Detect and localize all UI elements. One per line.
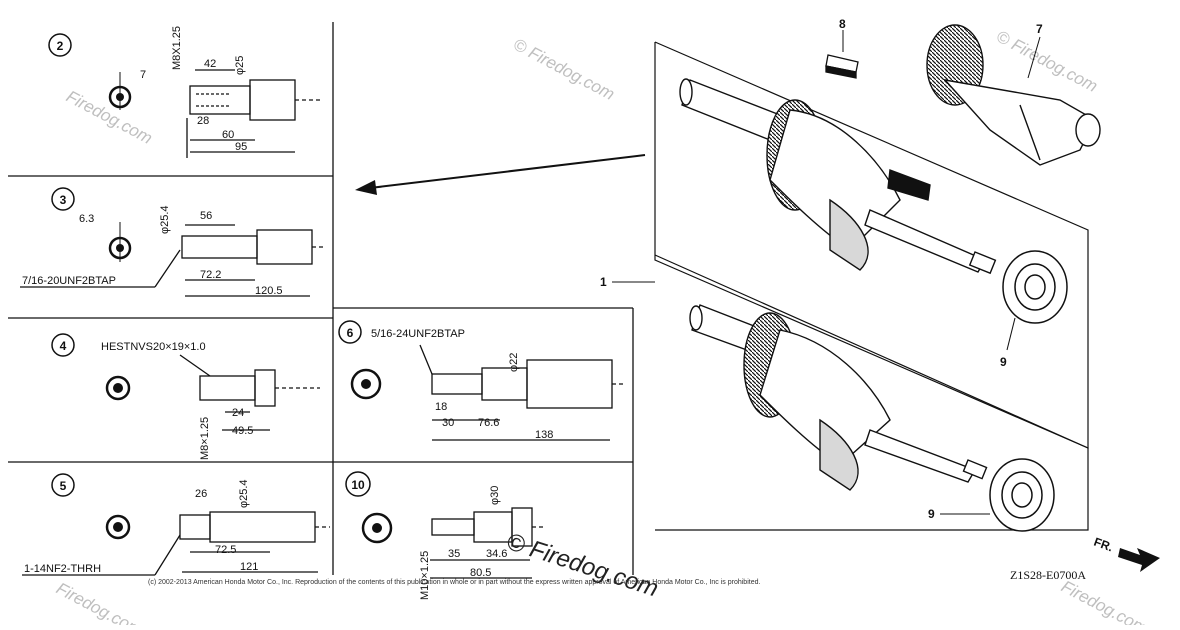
dim-label: HESTNVS20×19×1.0 — [101, 341, 206, 353]
dim-label: 42 — [204, 58, 216, 70]
watermark-text: Firedog.com — [53, 579, 145, 625]
dim-label: 56 — [200, 210, 212, 222]
dim-label: 80.5 — [470, 567, 491, 579]
panel-number: 3 — [60, 193, 67, 207]
dim-label: 95 — [235, 141, 247, 153]
panel-4: 4 HESTNVS20×19×1.0 M8×1.25 24 49.5 — [51, 333, 320, 460]
pointer-arrow — [355, 154, 646, 195]
shaft-7 — [926, 24, 1101, 166]
callout-bearing-top: 9 — [1000, 355, 1007, 369]
callout-key: 8 — [839, 17, 846, 31]
callout-shaft: 7 — [1036, 22, 1043, 36]
dim-label: M10×1.25 — [419, 551, 431, 600]
key-8 — [825, 54, 859, 79]
panel-number: 5 — [60, 479, 67, 493]
dim-label: 34.6 — [486, 548, 507, 560]
panel-number: 6 — [347, 326, 354, 340]
copyright-notice: (c) 2002-2013 American Honda Motor Co., … — [148, 579, 760, 586]
dim-label: 5/16-24UNF2BTAP — [371, 328, 465, 340]
dim-label: 6.3 — [79, 213, 94, 225]
watermark-text: Firedog.com — [1058, 577, 1150, 625]
panel-10: 10 φ30 M10×1.25 35 34.6 80.5 — [345, 471, 545, 600]
panel-number: 2 — [57, 39, 64, 53]
dim-label: 49.5 — [232, 425, 253, 437]
watermark-main: © Firedog.com — [503, 528, 661, 602]
bearing-bottom — [989, 458, 1055, 532]
dim-label: 120.5 — [255, 285, 283, 297]
dim-label: φ25.4 — [238, 479, 250, 508]
callout-assy: 1 — [600, 275, 607, 289]
bearing-top — [1002, 250, 1068, 324]
panel-6: 6 5/16-24UNF2BTAP φ22 18 30 76.6 138 — [338, 320, 625, 441]
panel-3: 3 6.3 φ25.4 56 72.2 120.5 7/16-20UNF2BTA… — [20, 187, 325, 297]
fr-arrow-icon — [1118, 548, 1160, 572]
panel-number: 10 — [351, 478, 365, 492]
panel-frame — [8, 22, 634, 575]
crankshaft-assembly: 1 9 7 — [600, 17, 1101, 532]
diagram-code: Z1S28-E0700A — [1010, 568, 1086, 582]
dim-label: φ22 — [508, 353, 520, 372]
panel-number: 4 — [60, 339, 67, 353]
dim-label: 24 — [232, 407, 244, 419]
dim-label: 60 — [222, 129, 234, 141]
front-direction-indicator: FR. — [1092, 535, 1160, 572]
panel-2: 2 7 M8X1.25 42 φ25 28 60 95 — [48, 26, 320, 158]
dim-label: 18 — [435, 401, 447, 413]
dim-label: M8×1.25 — [199, 417, 211, 460]
dim-label: 28 — [197, 115, 209, 127]
watermark-text: © Firedog.com — [510, 35, 618, 104]
dim-label: φ30 — [489, 486, 501, 505]
callout-bearing-bottom: 9 — [928, 507, 935, 521]
dim-label: φ25 — [234, 56, 246, 75]
dim-label: M8X1.25 — [171, 26, 183, 70]
dim-label: 72.2 — [200, 269, 221, 281]
panel-5: 5 26 φ25.4 72.5 121 1-14NF2-THRH — [22, 473, 330, 576]
dim-label: φ25.4 — [159, 205, 171, 234]
ref-number: 7 — [140, 69, 146, 81]
dim-label: 72.5 — [215, 544, 236, 556]
dim-label: 76.6 — [478, 417, 499, 429]
dim-label: 35 — [448, 548, 460, 560]
dim-label: 26 — [195, 488, 207, 500]
dim-label: 30 — [442, 417, 454, 429]
dim-label: 138 — [535, 429, 553, 441]
thread-spec: 7/16-20UNF2BTAP — [22, 275, 116, 287]
dim-label: 121 — [240, 561, 258, 573]
thread-spec: 1-14NF2-THRH — [24, 563, 101, 575]
fr-label: FR. — [1092, 535, 1115, 555]
watermark-text: © Firedog.com — [993, 27, 1101, 96]
